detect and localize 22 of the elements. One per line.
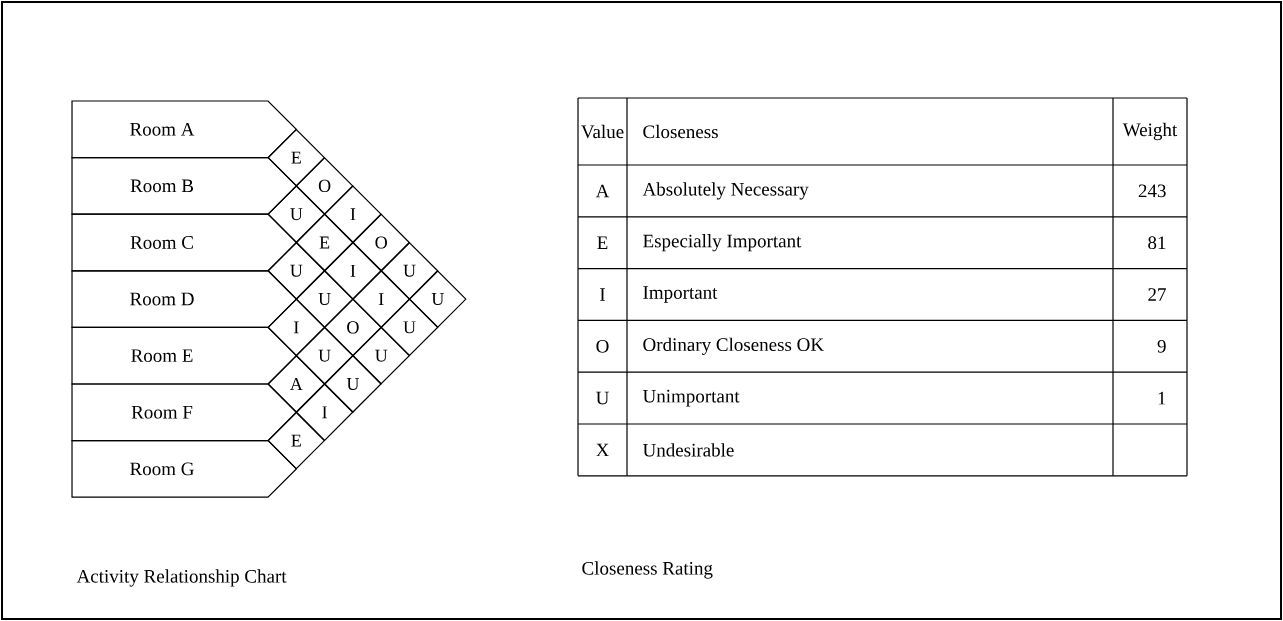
weight-number: 9 xyxy=(1157,339,1166,353)
value-letter: U xyxy=(596,391,609,405)
value-letter: O xyxy=(596,339,609,353)
closeness-text: Undesirable xyxy=(642,443,734,457)
closeness-text: Unimportant xyxy=(642,389,740,407)
value-letter: E xyxy=(597,236,608,249)
chart-caption: Activity Relationship Chart xyxy=(76,569,287,587)
weight-number: 27 xyxy=(1148,288,1166,301)
closeness-text: Especially Important xyxy=(643,234,802,252)
weight-number: 1 xyxy=(1158,391,1166,405)
closeness-text: Important xyxy=(643,286,718,303)
value-letter: I xyxy=(600,288,605,301)
closeness-text: Absolutely Necessary xyxy=(642,182,809,200)
column-header: Weight xyxy=(1122,122,1178,141)
weight-number: 81 xyxy=(1148,236,1166,250)
column-header: Closeness xyxy=(643,124,718,139)
column-header: Value xyxy=(581,124,624,139)
table-caption: Closeness Rating xyxy=(582,561,713,579)
closeness-text: Ordinary Closeness OK xyxy=(643,337,824,355)
value-letter: X xyxy=(596,443,609,457)
value-letter: A xyxy=(595,184,610,198)
weight-number: 243 xyxy=(1138,184,1166,198)
